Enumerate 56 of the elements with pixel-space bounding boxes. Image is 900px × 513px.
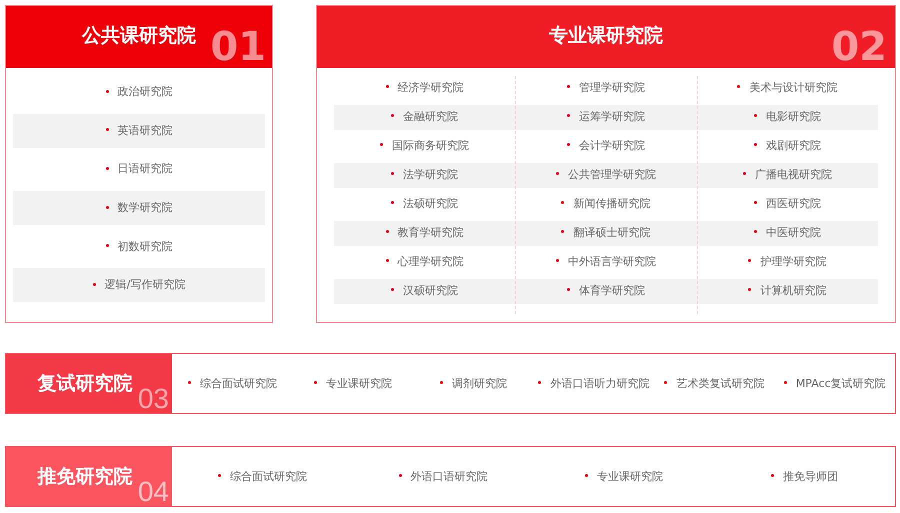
panel-header — [6, 447, 172, 506]
menu-item: 推免导师团 — [771, 470, 838, 484]
panel-header — [6, 6, 272, 68]
menu-item: 金融研究院 — [391, 110, 458, 124]
menu-item: 美术与设计研究院 — [737, 81, 838, 95]
menu-item: 日语研究院 — [106, 162, 172, 176]
menu-item: 艺术类复试研究院 — [664, 376, 764, 390]
menu-item: 电影研究院 — [754, 110, 821, 124]
menu-item: 外语口语研究院 — [398, 470, 488, 484]
menu-item: 调剂研究院 — [440, 376, 507, 390]
menu-item: 会计学研究院 — [566, 139, 645, 153]
panel-number: 03 — [138, 385, 169, 413]
panel-number: 02 — [831, 27, 887, 67]
menu-item: 运筹学研究院 — [566, 110, 645, 124]
menu-item: 西医研究院 — [754, 197, 821, 211]
menu-item: 心理学研究院 — [386, 255, 464, 269]
category-panel — [5, 446, 896, 507]
menu-item: 政治研究院 — [106, 85, 172, 100]
category-panel — [5, 5, 273, 323]
panel-title: 推免研究院 — [38, 466, 132, 488]
category-panel — [5, 353, 896, 414]
menu-item: 综合面试研究院 — [218, 470, 307, 484]
menu-item: 逻辑/写作研究院 — [92, 278, 186, 292]
panel-title: 专业课研究院 — [549, 24, 663, 48]
menu-item: 综合面试研究院 — [188, 376, 277, 390]
menu-item: 新闻传播研究院 — [561, 197, 650, 211]
menu-item: 管理学研究院 — [566, 81, 645, 95]
menu-item: 中外语言学研究院 — [556, 255, 656, 269]
menu-item: 体育学研究院 — [566, 284, 645, 298]
menu-item: 数学研究院 — [106, 201, 172, 216]
menu-item: 法硕研究院 — [391, 197, 458, 211]
menu-item: 英语研究院 — [106, 124, 172, 138]
menu-item: 国际商务研究院 — [380, 139, 470, 153]
menu-item: 教育学研究院 — [386, 226, 464, 240]
panel-header — [6, 354, 172, 413]
menu-item: 广播电视研究院 — [742, 168, 832, 182]
menu-item: 计算机研究院 — [748, 284, 826, 298]
panel-title: 公共课研究院 — [82, 24, 196, 48]
menu-item: 戏剧研究院 — [754, 139, 821, 153]
menu-item: 初数研究院 — [106, 240, 172, 254]
panel-title: 复试研究院 — [38, 372, 132, 396]
category-panel — [316, 5, 896, 323]
menu-item: 公共管理学研究院 — [556, 168, 656, 182]
menu-item: MPAcc复试研究院 — [784, 376, 886, 390]
menu-item: 专业课研究院 — [314, 376, 392, 390]
menu-item: 护理学研究院 — [748, 255, 826, 269]
panel-number: 01 — [210, 27, 266, 67]
menu-item: 专业课研究院 — [584, 470, 663, 484]
menu-item: 法学研究院 — [391, 168, 458, 182]
menu-item: 翻译硕士研究院 — [561, 226, 650, 240]
panel-header — [317, 6, 895, 68]
menu-item: 汉硕研究院 — [391, 284, 458, 298]
menu-item: 中医研究院 — [754, 226, 821, 240]
panel-number: 04 — [138, 478, 169, 506]
menu-item: 外语口语听力研究院 — [538, 376, 650, 390]
menu-item: 经济学研究院 — [386, 81, 464, 95]
